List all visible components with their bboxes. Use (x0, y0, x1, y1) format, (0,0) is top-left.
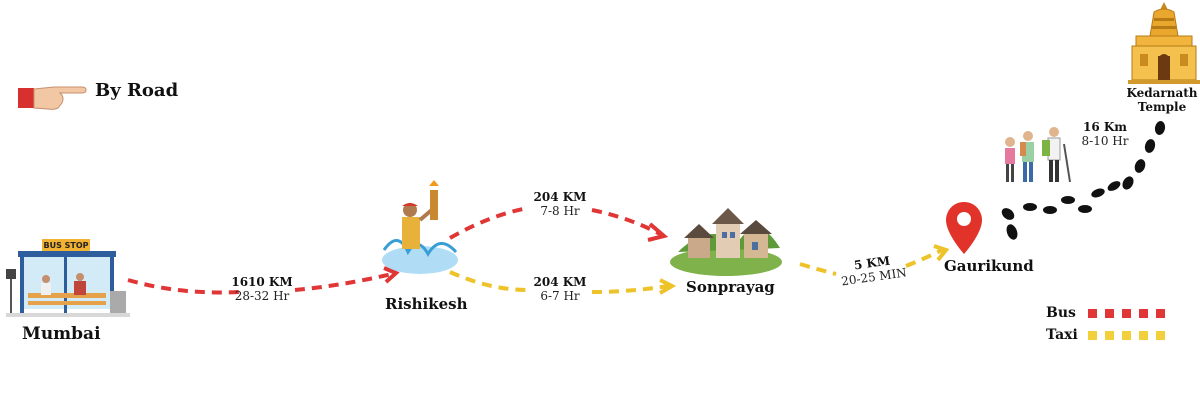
legend: Bus Taxi (1046, 302, 1176, 346)
route-time: 8-10 Hr (1081, 134, 1129, 148)
legend-taxi-swatch (1088, 330, 1173, 340)
legend-taxi-label: Taxi (1046, 327, 1078, 343)
route-label-gaurikund-kedarnath: 16 Km 8-10 Hr (1076, 120, 1134, 148)
route-label-mumbai-rishikesh: 1610 KM 28-32 Hr (225, 275, 299, 303)
place-sonprayag: Sonprayag (686, 278, 775, 296)
route-distance: 16 Km (1082, 120, 1127, 134)
bus-stop-icon: BUS STOP (6, 235, 130, 319)
route-distance: 1610 KM (231, 275, 293, 289)
legend-bus: Bus (1046, 302, 1176, 324)
place-rishikesh: Rishikesh (385, 295, 468, 313)
place-kedarnath-line1: Kedarnath (1126, 86, 1198, 100)
footprints-icon (1001, 121, 1166, 240)
rishikesh-devotee-icon (378, 180, 466, 280)
route-label-rishikesh-sonprayag-taxi: 204 KM 6-7 Hr (528, 275, 592, 303)
route-rishikesh-sonprayag-bus (449, 206, 529, 240)
map-pin-icon (944, 200, 984, 256)
route-label-rishikesh-sonprayag-bus: 204 KM 7-8 Hr (528, 190, 592, 218)
village-icon (668, 192, 784, 276)
route-time: 28-32 Hr (234, 289, 290, 303)
place-gaurikund: Gaurikund (944, 257, 1034, 275)
route-distance: 204 KM (533, 275, 587, 289)
route-time: 6-7 Hr (540, 289, 580, 303)
route-time: 7-8 Hr (540, 204, 580, 218)
mode-label: By Road (95, 80, 179, 101)
route-rishikesh-sonprayag-taxi (449, 270, 529, 292)
route-mumbai-rishikesh (127, 278, 241, 295)
bus-stop-sign: BUS STOP (43, 241, 88, 250)
legend-bus-label: Bus (1046, 305, 1076, 321)
trekkers-icon (998, 124, 1078, 188)
pointing-hand-icon (18, 78, 88, 114)
legend-taxi: Taxi (1046, 324, 1176, 346)
route-distance: 204 KM (533, 190, 587, 204)
temple-icon (1128, 2, 1200, 84)
place-kedarnath-line2: Temple (1137, 100, 1187, 114)
place-kedarnath: Kedarnath Temple (1124, 86, 1200, 114)
legend-bus-swatch (1088, 308, 1173, 318)
place-mumbai: Mumbai (22, 324, 101, 344)
route-sonprayag-gaurikund (799, 262, 837, 276)
